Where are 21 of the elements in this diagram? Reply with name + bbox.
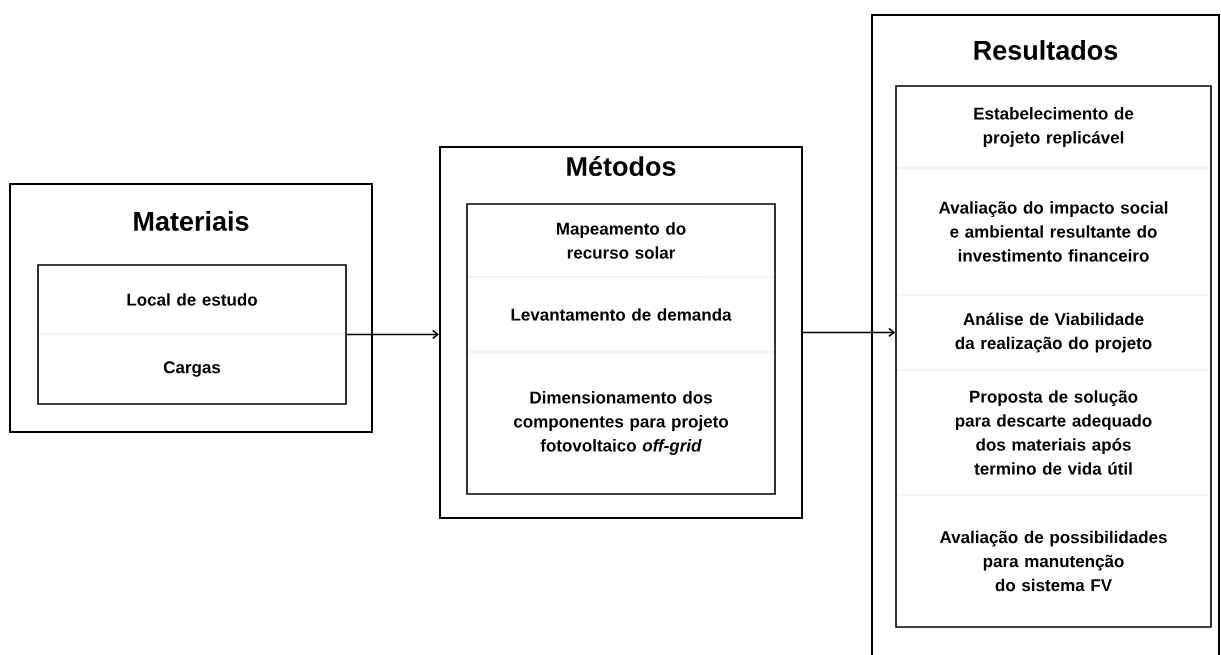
list-item: Local de estudo xyxy=(127,293,257,306)
arrow xyxy=(802,327,896,338)
list-item: Avaliação de possibilidades para manutenção do sistema FV xyxy=(939,530,1167,592)
list-item: Estabelecimento de projeto replicável xyxy=(974,107,1134,147)
panel-box xyxy=(9,183,373,433)
list-box xyxy=(895,85,1212,628)
list-box xyxy=(466,203,776,495)
list-item: Dimensionamento dos componentes para projeto fotovoltaico off-grid xyxy=(514,391,728,455)
panel-heading: Resultados xyxy=(974,40,1118,60)
list-item: Proposta de solução para descarte adequado dos materiais após termino de vida útil xyxy=(955,390,1152,475)
panel-box xyxy=(871,14,1220,655)
panel-heading: Materiais xyxy=(134,211,249,231)
list-box xyxy=(37,264,347,405)
list-item: Cargas xyxy=(163,361,221,377)
panel-heading: Métodos xyxy=(567,155,676,177)
list-item: Análise de Viabilidade da realização do projeto xyxy=(955,312,1152,353)
arrow xyxy=(346,329,439,340)
panel-box xyxy=(439,146,803,519)
list-item: Avaliação do impacto social e ambiental resultante do investimento financeiro xyxy=(939,201,1168,262)
list-item: Levantamento de demanda xyxy=(511,308,732,321)
list-item: Mapeamento do recurso solar xyxy=(557,222,686,259)
